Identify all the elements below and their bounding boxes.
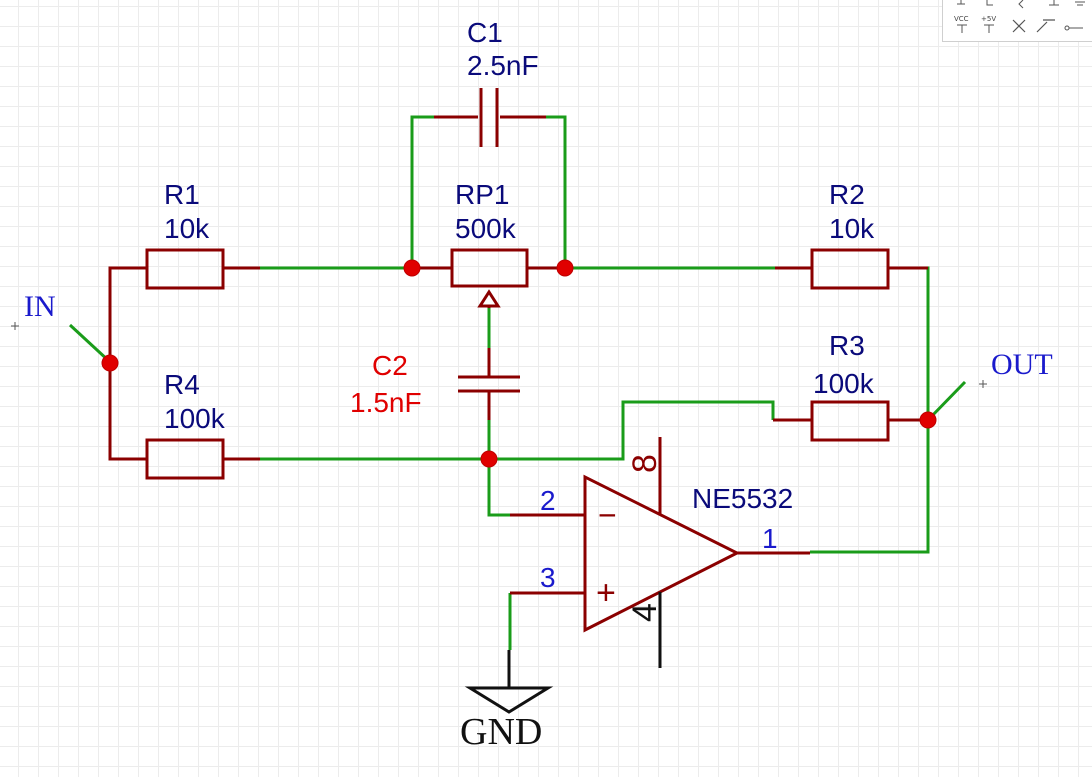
opamp-plus-sign: + [596,574,616,612]
capacitor-c1[interactable]: C1 2.5nF [434,17,546,147]
pin-vplus-number: 8 [626,454,664,473]
wire-node-r3[interactable] [489,400,775,461]
pin-vminus-number: 4 [626,603,664,622]
opamp-part: NE5532 [692,483,793,514]
r2-ref: R2 [829,179,865,210]
wire-out-net[interactable] [926,380,967,422]
wire-r2-out[interactable] [810,266,930,554]
junction-c2-node [480,450,498,468]
potentiometer-rp1[interactable]: RP1 500k [412,179,565,308]
net-label-out[interactable]: OUT [979,348,1053,388]
in-label: IN [24,290,56,323]
r3-ref: R3 [829,330,865,361]
net-label-in[interactable]: IN [11,290,56,330]
ground-tool-icon[interactable] [1075,1,1085,6]
junction-out [919,411,937,429]
opamp-u1[interactable]: − + NE5532 2 3 1 8 4 [510,437,810,668]
wire-c1-right[interactable] [546,115,567,268]
r1-value: 10k [164,213,210,244]
resistor-r4[interactable]: R4 100k [108,362,260,480]
gnd-label: GND [460,711,542,753]
wiper-arrow-icon [477,289,501,308]
plus5v-icon [984,24,994,33]
junction-rp1-right [556,259,574,277]
pin-out-number: 1 [762,523,778,554]
net-port-icon[interactable] [1064,25,1083,31]
junctions [101,259,937,468]
c1-ref: C1 [467,17,503,48]
out-label: OUT [991,348,1053,381]
pin-inv-number: 2 [540,485,556,516]
c1-value: 2.5nF [467,50,539,81]
rp1-ref: RP1 [455,179,509,210]
component-palette: VCC +5V [942,0,1092,42]
ground-icon [464,686,554,714]
palette-5v-tool[interactable]: +5V [981,15,996,33]
r4-ref: R4 [164,369,200,400]
palette-5v-label: +5V [981,15,996,23]
r3-value: 100k [813,368,875,399]
palette-vcc-label: VCC [954,15,969,23]
diode-icon[interactable] [1018,0,1024,9]
r4-value: 100k [164,403,226,434]
resistor-icon[interactable] [957,0,965,5]
resistor-r1[interactable]: R1 10k [108,179,260,362]
pin-noninv-number: 3 [540,562,556,593]
resistor-r3[interactable]: R3 100k [773,330,928,442]
resistor-r2[interactable]: R2 10k [775,179,928,290]
ground-symbol[interactable]: GND [460,650,554,753]
palette-top-row [957,0,1085,9]
vcc-icon [957,24,967,33]
palette-vcc-tool[interactable]: VCC [954,15,969,33]
junction-rp1-left [403,259,421,277]
rp1-value: 500k [455,213,517,244]
opamp-minus-sign: − [598,497,617,533]
no-connect-icon[interactable] [1012,19,1026,33]
capacitor-c2[interactable]: C2 1.5nF [350,348,520,420]
probe-icon[interactable] [1036,19,1055,33]
c2-ref: C2 [372,350,408,381]
junction-in [101,354,119,372]
junction-icon[interactable] [1049,0,1059,6]
r1-ref: R1 [164,179,200,210]
wire-in-net[interactable] [68,323,112,364]
wire-node-inv[interactable] [487,459,510,517]
wire-icon[interactable] [986,0,993,6]
c2-value: 1.5nF [350,387,422,418]
wire-c1-left[interactable] [410,115,434,268]
r2-value: 10k [829,213,875,244]
